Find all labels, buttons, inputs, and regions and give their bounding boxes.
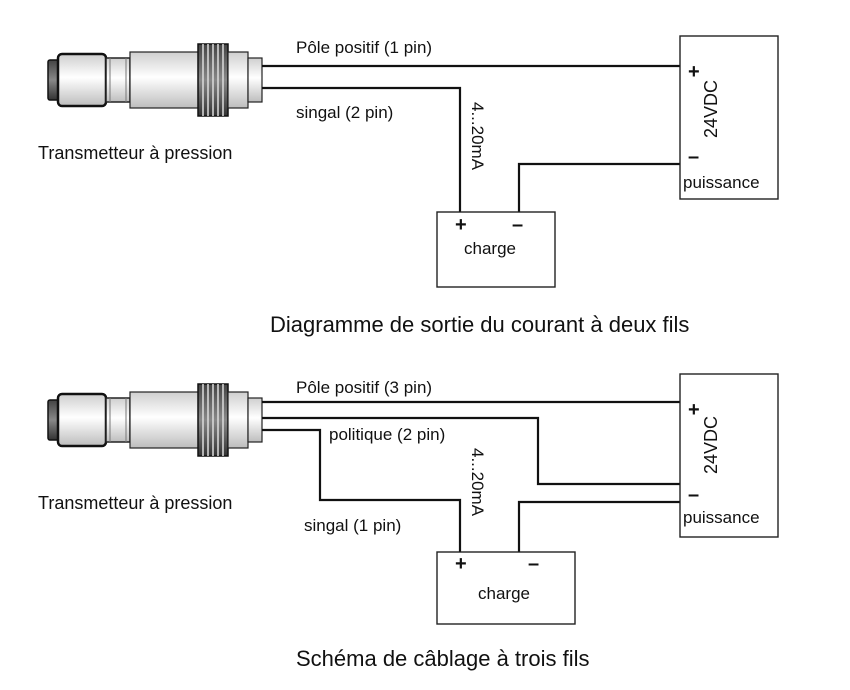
transmitter-label: Transmetteur à pression	[38, 493, 232, 513]
pressure-transmitter-icon	[46, 42, 264, 118]
wire-signal	[262, 86, 462, 212]
wire-return	[517, 162, 682, 212]
load-label: charge	[478, 584, 530, 603]
diagram-title: Schéma de câblage à trois fils	[296, 646, 590, 671]
load-minus-sign: –	[512, 214, 523, 236]
wire-return	[517, 500, 682, 552]
load-label: charge	[464, 239, 516, 258]
current-label: 4...20mA	[468, 448, 487, 517]
load-box	[436, 551, 576, 625]
power-plus-sign: +	[688, 61, 700, 83]
pressure-transmitter-icon	[46, 382, 264, 458]
diagram-two-wire: Transmetteur à pression Pôle positif (1 …	[38, 35, 779, 337]
power-supply-box	[679, 373, 779, 538]
power-plus-sign: +	[688, 399, 700, 421]
power-supply-box	[679, 35, 779, 200]
load-plus-sign: +	[455, 553, 467, 575]
power-voltage: 24VDC	[701, 416, 721, 474]
wire-signal-label: singal (1 pin)	[304, 516, 401, 535]
load-box	[436, 211, 556, 288]
diagram-title: Diagramme de sortie du courant à deux fi…	[270, 312, 689, 337]
wire-signal	[262, 428, 462, 552]
power-label: puissance	[683, 508, 760, 527]
wire-negative-label: politique (2 pin)	[329, 425, 445, 444]
diagram-three-wire: Transmetteur à pression Pôle positif (3 …	[38, 373, 779, 671]
current-label: 4...20mA	[468, 102, 487, 171]
load-plus-sign: +	[455, 214, 467, 236]
power-label: puissance	[683, 173, 760, 192]
wire-negative	[262, 416, 682, 486]
power-voltage: 24VDC	[701, 80, 721, 138]
wire-positive-label: Pôle positif (1 pin)	[296, 38, 432, 57]
wire-positive-label: Pôle positif (3 pin)	[296, 378, 432, 397]
power-minus-sign: –	[688, 146, 699, 168]
power-minus-sign: –	[688, 484, 699, 506]
transmitter-label: Transmetteur à pression	[38, 143, 232, 163]
load-minus-sign: –	[528, 553, 539, 575]
wire-signal-label: singal (2 pin)	[296, 103, 393, 122]
